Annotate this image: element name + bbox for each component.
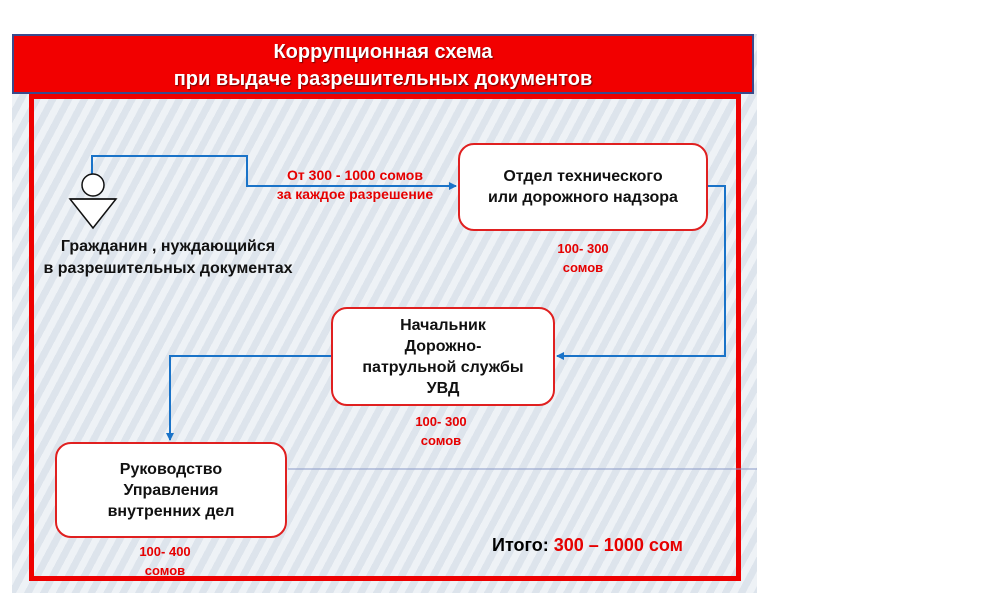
total-value: 300 – 1000 сом [553,535,683,555]
node-text-line: Отдел технического [503,168,663,185]
amount-unit: сомов [144,563,186,578]
node-text-line: УВД [426,379,460,397]
citizen-label: Гражданин , нуждающийся в разрешительных… [18,236,318,280]
node-technical-department: Отдел технического или дорожного надзора [458,143,708,231]
node-text-line: Дорожно- [404,337,482,355]
amount-value: 100- 300 [415,414,467,429]
slide-title: Коррупционная схема при выдаче разрешите… [12,34,754,94]
amount-unit: сомов [562,260,604,275]
title-line-2: при выдаче разрешительных документов [173,68,593,90]
total-label: Итого: [492,535,554,555]
amount-value: 100- 400 [139,544,191,559]
node-text-line: Начальник [400,316,486,334]
amount-technical-department: 100- 300 сомов [530,239,636,277]
content-frame [29,94,741,581]
amount-patrol-chief: 100- 300 сомов [388,412,494,450]
arrow-patrol-chief-to-leadership [166,355,331,441]
payment-range-label: От 300 - 1000 сомов за каждое разрешение [255,166,455,204]
title-line-1: Коррупционная схема [273,41,493,63]
total-summary: Итого: 300 – 1000 сом [492,535,683,556]
arrow-citizen-to-department [91,155,457,190]
amount-value: 100- 300 [557,241,609,256]
citizen-line-2: в разрешительных документах [43,260,293,277]
payment-line-1: От 300 - 1000 сомов [287,167,423,183]
citizen-icon [68,173,118,230]
payment-line-2: за каждое разрешение [276,186,434,202]
node-text-line: внутренних дел [107,502,235,520]
node-patrol-chief: Начальник Дорожно- патрульной службы УВД [331,307,555,406]
node-text-line: или дорожного надзора [488,189,678,206]
node-internal-affairs-leadership: Руководство Управления внутренних дел [55,442,287,538]
node-text-line: Руководство [119,460,223,478]
arrow-department-to-patrol-chief [556,185,726,360]
citizen-line-1: Гражданин , нуждающийся [60,238,276,255]
node-text-line: патрульной службы [362,358,524,376]
node-text-line: Управления [123,481,219,499]
amount-internal-affairs-leadership: 100- 400 сомов [112,542,218,580]
amount-unit: сомов [420,433,462,448]
